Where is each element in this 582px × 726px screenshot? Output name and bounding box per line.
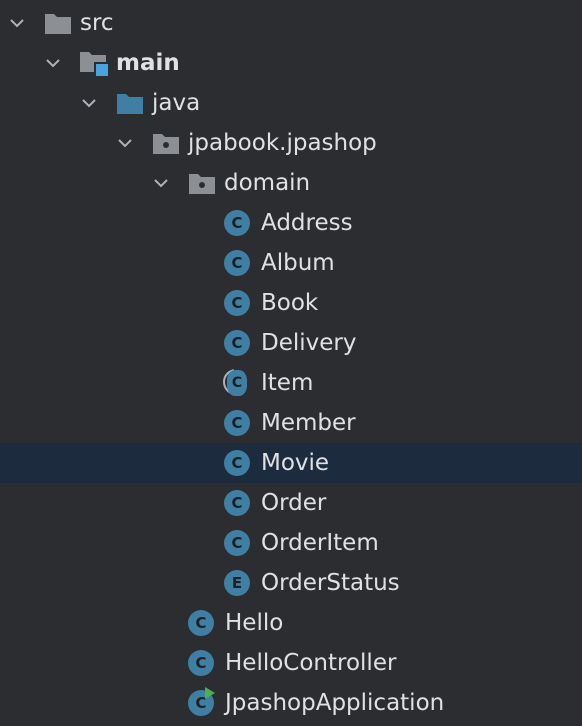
- class-icon: C: [222, 328, 252, 358]
- tree-node-item[interactable]: C Item: [0, 363, 582, 403]
- tree-label-order: Order: [261, 490, 327, 516]
- tree-node-orderitem[interactable]: C OrderItem: [0, 523, 582, 563]
- tree-label-main: main: [116, 50, 180, 76]
- runnable-class-icon: C: [186, 687, 216, 718]
- tree-label-member: Member: [261, 410, 356, 436]
- tree-node-orderstatus[interactable]: E OrderStatus: [0, 563, 582, 603]
- chevron-down-icon[interactable]: [81, 95, 97, 111]
- class-icon: C: [222, 488, 252, 518]
- class-icon: C: [222, 208, 252, 238]
- class-icon: C: [222, 408, 252, 438]
- tree-node-application[interactable]: C JpashopApplication: [0, 683, 582, 723]
- tree-node-delivery[interactable]: C Delivery: [0, 323, 582, 363]
- module-folder-icon: [79, 48, 109, 78]
- tree-node-hellocontroller[interactable]: C HelloController: [0, 643, 582, 683]
- tree-label-album: Album: [261, 250, 335, 276]
- tree-node-hello[interactable]: C Hello: [0, 603, 582, 643]
- tree-node-order[interactable]: C Order: [0, 483, 582, 523]
- class-icon: C: [186, 648, 216, 678]
- tree-label-hello: Hello: [225, 610, 284, 636]
- tree-label-hellocontroller: HelloController: [225, 650, 397, 676]
- tree-label-orderstatus: OrderStatus: [261, 570, 400, 596]
- tree-node-member[interactable]: C Member: [0, 403, 582, 443]
- tree-node-album[interactable]: C Album: [0, 243, 582, 283]
- chevron-down-icon[interactable]: [153, 175, 169, 191]
- tree-label-domain: domain: [224, 170, 311, 196]
- tree-label-movie: Movie: [261, 450, 330, 476]
- tree-node-domain[interactable]: domain: [0, 163, 582, 203]
- tree-node-address[interactable]: C Address: [0, 203, 582, 243]
- tree-label-delivery: Delivery: [261, 330, 357, 356]
- tree-label-address: Address: [261, 210, 353, 236]
- folder-icon: [43, 8, 73, 38]
- class-icon: C: [222, 448, 252, 478]
- tree-node-package[interactable]: jpabook.jpashop: [0, 123, 582, 163]
- source-folder-icon: [115, 88, 145, 118]
- tree-node-src[interactable]: src: [0, 3, 582, 43]
- tree-label-item: Item: [261, 370, 314, 396]
- package-icon: [187, 168, 217, 198]
- enum-icon: E: [222, 568, 252, 598]
- tree-node-book[interactable]: C Book: [0, 283, 582, 323]
- tree-node-main[interactable]: main: [0, 43, 582, 83]
- tree-label-java: java: [152, 90, 201, 116]
- class-icon: C: [222, 288, 252, 318]
- tree-label-book: Book: [261, 290, 319, 316]
- class-icon: C: [222, 528, 252, 558]
- class-icon: C: [222, 248, 252, 278]
- tree-label-package: jpabook.jpashop: [188, 130, 377, 156]
- tree-label-src: src: [80, 10, 114, 36]
- abstract-class-icon: C: [222, 368, 252, 398]
- chevron-down-icon[interactable]: [9, 15, 25, 31]
- class-icon: C: [186, 608, 216, 638]
- tree-node-java[interactable]: java: [0, 83, 582, 123]
- run-icon: [205, 687, 215, 699]
- tree-label-orderitem: OrderItem: [261, 530, 379, 556]
- tree-label-application: JpashopApplication: [225, 690, 445, 716]
- chevron-down-icon[interactable]: [45, 55, 61, 71]
- package-icon: [151, 128, 181, 158]
- chevron-down-icon[interactable]: [117, 135, 133, 151]
- tree-node-movie[interactable]: C Movie: [0, 443, 582, 483]
